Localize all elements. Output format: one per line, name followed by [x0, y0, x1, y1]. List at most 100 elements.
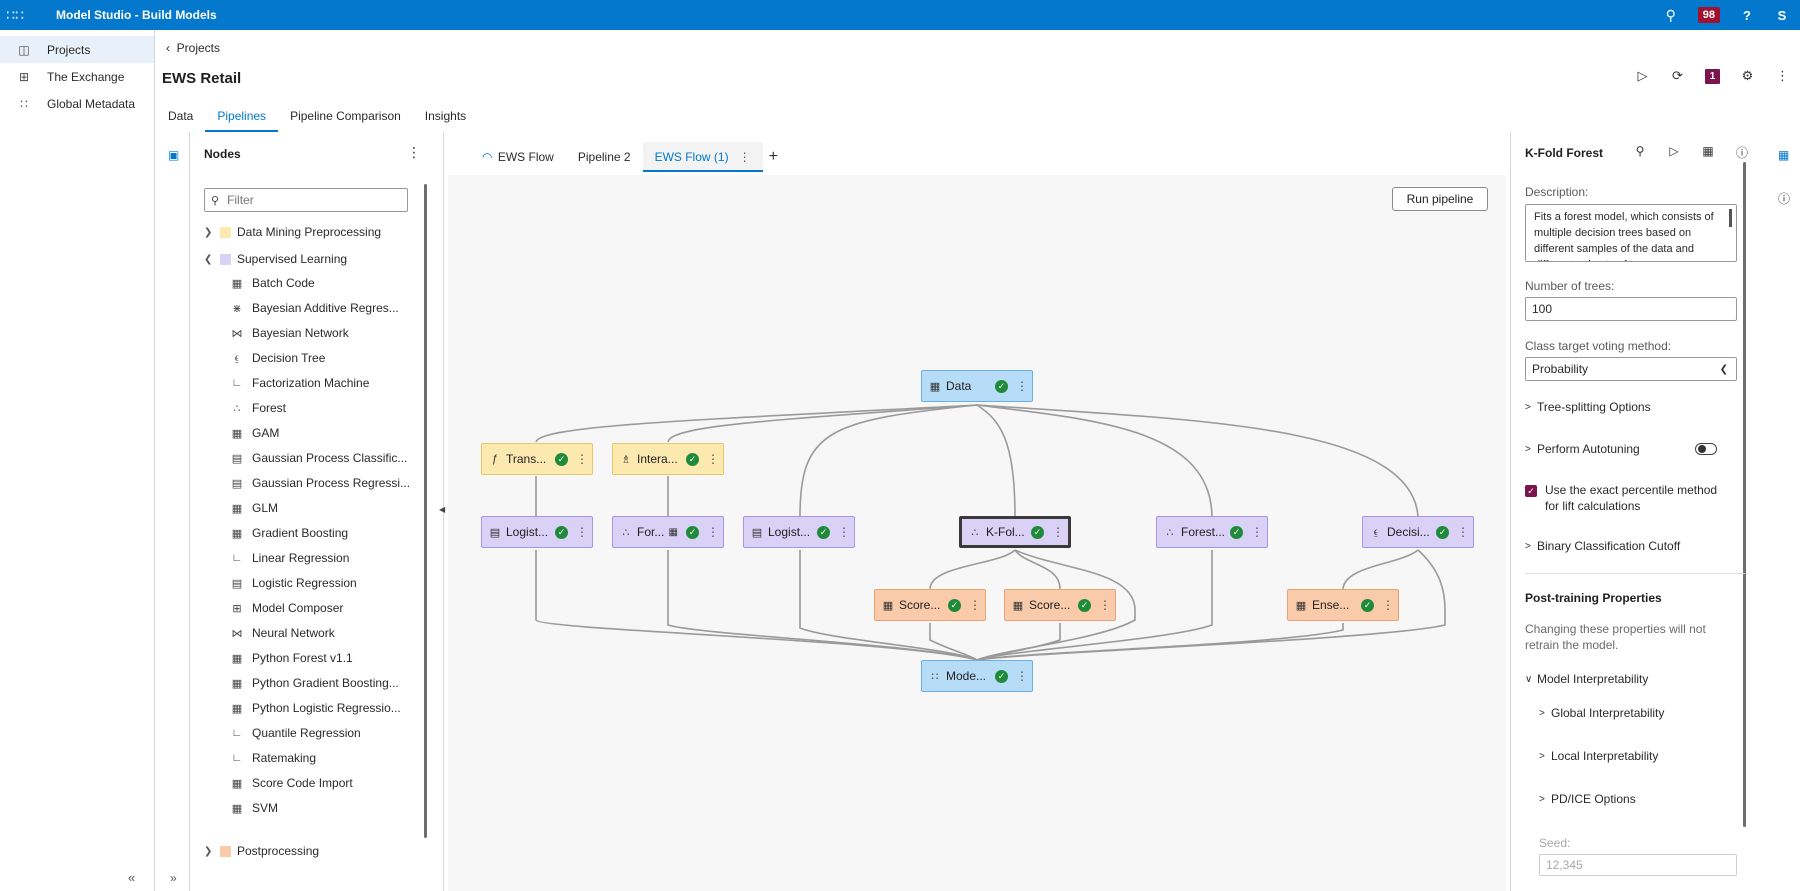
run-node-icon[interactable]: ▷: [1669, 144, 1679, 158]
node-item-forest[interactable]: ∴Forest: [230, 397, 287, 419]
settings-gear-icon[interactable]: ⚙: [1741, 68, 1754, 83]
pipeline-node-logistic-1[interactable]: ▤ Logist... ✓ ⋮: [481, 516, 593, 548]
node-more-icon[interactable]: ⋮: [707, 452, 719, 466]
node-more-icon[interactable]: ⋮: [1016, 669, 1028, 683]
node-item-decision-tree[interactable]: ⍷Decision Tree: [230, 347, 326, 369]
node-item-python-logistic-regression[interactable]: ▦Python Logistic Regressio...: [230, 697, 401, 719]
nodes-more-icon[interactable]: ⋮: [407, 144, 421, 160]
nav-item-global-metadata[interactable]: ∷ Global Metadata: [0, 90, 154, 117]
node-more-icon[interactable]: ⋮: [1052, 525, 1064, 539]
add-pipeline-icon[interactable]: +: [768, 148, 778, 165]
tab-ews-flow-1[interactable]: EWS Flow (1)⋮: [642, 142, 763, 172]
node-more-icon[interactable]: ⋮: [576, 452, 588, 466]
node-item-neural-network[interactable]: ⋈Neural Network: [230, 622, 335, 644]
group-data-mining-preprocessing[interactable]: ❯ Data Mining Preprocessing: [204, 225, 381, 239]
tab-data[interactable]: Data: [168, 109, 194, 123]
pipeline-node-interactive[interactable]: ♗ Intera... ✓ ⋮: [612, 443, 724, 475]
node-item-factorization-machine[interactable]: ∟Factorization Machine: [230, 372, 370, 394]
perform-autotuning-section[interactable]: > Perform Autotuning: [1525, 442, 1640, 456]
node-item-linear-regression[interactable]: ∟Linear Regression: [230, 547, 350, 569]
node-item-gaussian-regression[interactable]: ▤Gaussian Process Regressi...: [230, 472, 410, 494]
node-item-glm[interactable]: ▦GLM: [230, 497, 278, 519]
expand-panel-icon[interactable]: »: [170, 871, 177, 885]
node-more-icon[interactable]: ⋮: [1251, 525, 1263, 539]
node-item-quantile-regression[interactable]: ∟Quantile Regression: [230, 722, 361, 744]
info-icon[interactable]: ⓘ: [1778, 192, 1791, 206]
run-icon[interactable]: ▷: [1637, 68, 1648, 83]
node-item-bayesian-additive[interactable]: ⋇Bayesian Additive Regres...: [230, 297, 398, 319]
back-to-projects-link[interactable]: ‹ Projects: [166, 41, 221, 55]
pipeline-node-ensemble[interactable]: ▦ Ense... ✓ ⋮: [1287, 589, 1399, 621]
node-more-icon[interactable]: ⋮: [576, 525, 588, 539]
search-icon[interactable]: ⚲: [1635, 144, 1645, 158]
help-icon[interactable]: ?: [1743, 7, 1751, 23]
tab-ews-flow[interactable]: ◠ EWS Flow: [470, 142, 566, 172]
properties-scrollbar[interactable]: [1743, 162, 1746, 827]
node-item-logistic-regression[interactable]: ▤Logistic Regression: [230, 572, 357, 594]
autotuning-toggle[interactable]: [1695, 443, 1717, 455]
properties-panel-icon[interactable]: ▦: [1778, 148, 1790, 162]
nav-item-exchange[interactable]: ⊞ The Exchange: [0, 63, 154, 90]
model-interpretability-section[interactable]: ∨ Model Interpretability: [1525, 672, 1648, 686]
app-launcher-icon[interactable]: ∷∷: [6, 6, 24, 23]
help-icon[interactable]: ⓘ: [1735, 146, 1748, 160]
nav-item-projects[interactable]: ◫ Projects: [0, 36, 154, 63]
collapse-left-panel-icon[interactable]: ◀: [439, 505, 446, 514]
pipeline-node-forest-1[interactable]: ∴ For... ▦ ✓ ⋮: [612, 516, 724, 548]
more-options-icon[interactable]: ⋮: [1776, 68, 1789, 83]
node-item-score-code-import[interactable]: ▦Score Code Import: [230, 772, 353, 794]
group-postprocessing[interactable]: ❯ Postprocessing: [204, 844, 319, 858]
tab-more-icon[interactable]: ⋮: [738, 150, 751, 164]
binary-cutoff-section[interactable]: > Binary Classification Cutoff: [1525, 539, 1680, 553]
tab-pipeline-comparison[interactable]: Pipeline Comparison: [290, 109, 401, 123]
exact-percentile-checkbox[interactable]: ✓: [1525, 485, 1537, 497]
pipeline-node-data[interactable]: ▦ Data ✓ ⋮: [921, 370, 1033, 402]
collapse-nav-icon[interactable]: «: [128, 870, 136, 885]
pipeline-node-decision-tree[interactable]: ⍷ Decisi... ✓ ⋮: [1362, 516, 1474, 548]
filter-input[interactable]: [227, 193, 388, 207]
pipeline-node-model-comparison[interactable]: ∷ Mode... ✓ ⋮: [921, 660, 1033, 692]
user-avatar[interactable]: S: [1777, 7, 1787, 23]
tab-insights[interactable]: Insights: [424, 109, 467, 123]
node-item-model-composer[interactable]: ⊞Model Composer: [230, 597, 343, 619]
node-item-gam[interactable]: ▦GAM: [230, 422, 280, 444]
pipeline-node-logistic-2[interactable]: ▤ Logist... ✓ ⋮: [743, 516, 855, 548]
pipeline-node-transformations[interactable]: ƒ Trans... ✓ ⋮: [481, 443, 593, 475]
nodes-scrollbar[interactable]: [424, 184, 427, 838]
save-icon[interactable]: ▦: [1702, 144, 1714, 158]
notification-badge[interactable]: 98: [1697, 7, 1720, 23]
pd-ice-options-section[interactable]: > PD/ICE Options: [1539, 792, 1636, 806]
node-more-icon[interactable]: ⋮: [838, 525, 850, 539]
pipeline-node-kfold-forest[interactable]: ∴ K-Fol... ✓ ⋮: [959, 516, 1071, 548]
description-field[interactable]: Fits a forest model, which consists of m…: [1525, 204, 1737, 262]
local-interpretability-section[interactable]: > Local Interpretability: [1539, 749, 1658, 763]
refresh-icon[interactable]: ⟳: [1672, 68, 1683, 83]
nodes-panel-icon[interactable]: ▣: [168, 148, 180, 162]
run-pipeline-button[interactable]: Run pipeline: [1392, 187, 1488, 211]
pipeline-node-forest-2[interactable]: ∴ Forest... ✓ ⋮: [1156, 516, 1268, 548]
node-item-gaussian-classification[interactable]: ▤Gaussian Process Classific...: [230, 447, 408, 469]
description-scrollbar[interactable]: [1729, 209, 1732, 227]
node-more-icon[interactable]: ⋮: [707, 525, 719, 539]
node-more-icon[interactable]: ⋮: [1099, 598, 1111, 612]
node-more-icon[interactable]: ⋮: [1016, 379, 1028, 393]
number-of-trees-input[interactable]: 100: [1525, 297, 1737, 321]
node-more-icon[interactable]: ⋮: [1382, 598, 1394, 612]
global-interpretability-section[interactable]: > Global Interpretability: [1539, 706, 1664, 720]
project-notification-badge[interactable]: 1: [1705, 68, 1720, 84]
node-item-svm[interactable]: ▦SVM: [230, 797, 278, 819]
tab-pipeline-2[interactable]: Pipeline 2: [577, 150, 631, 164]
node-item-gradient-boosting[interactable]: ▦Gradient Boosting: [230, 522, 348, 544]
voting-method-select[interactable]: Probability ❮: [1525, 357, 1737, 381]
node-item-bayesian-network[interactable]: ⋈Bayesian Network: [230, 322, 349, 344]
nodes-filter[interactable]: ⚲: [204, 188, 408, 212]
search-icon[interactable]: ⚲: [1665, 6, 1676, 23]
group-supervised-learning[interactable]: ❮ Supervised Learning: [204, 252, 347, 266]
node-item-ratemaking[interactable]: ∟Ratemaking: [230, 747, 316, 769]
node-more-icon[interactable]: ⋮: [969, 598, 981, 612]
node-more-icon[interactable]: ⋮: [1457, 525, 1469, 539]
node-item-python-forest[interactable]: ▦Python Forest v1.1: [230, 647, 353, 669]
tab-pipelines[interactable]: Pipelines: [205, 102, 279, 132]
pipeline-node-score-1[interactable]: ▦ Score... ✓ ⋮: [874, 589, 986, 621]
node-item-batch-code[interactable]: ▦Batch Code: [230, 272, 315, 294]
